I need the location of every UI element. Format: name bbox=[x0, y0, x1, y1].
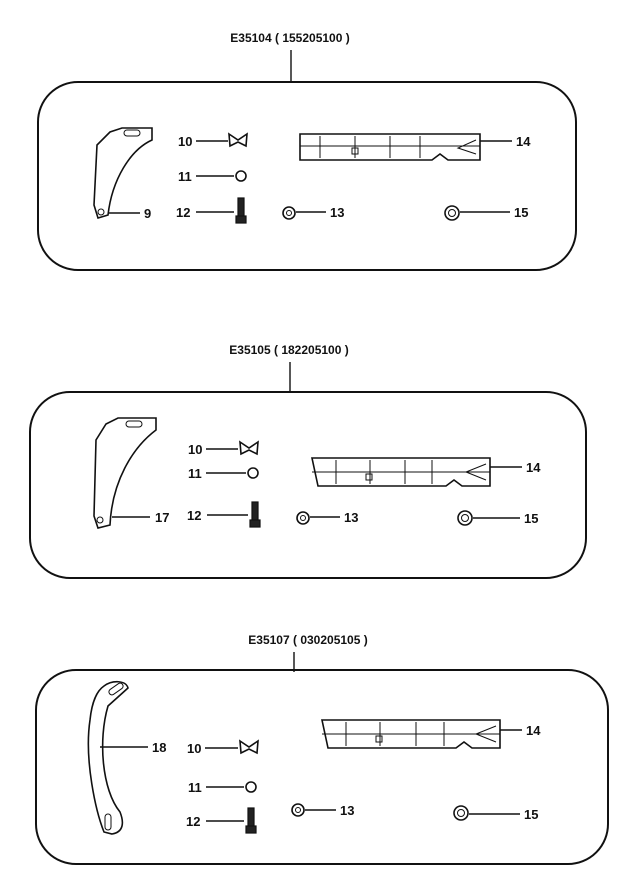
kit-2-bar bbox=[311, 457, 491, 487]
kit-3-wingnut bbox=[239, 739, 259, 755]
kit-1-bracket bbox=[93, 127, 153, 219]
kit-1-bar bbox=[299, 133, 481, 161]
kit-2-nut-label: 15 bbox=[524, 511, 538, 526]
kit-1-nut-label: 15 bbox=[514, 205, 528, 220]
kit-1-ring bbox=[282, 206, 296, 220]
kit-1-bracket-label: 9 bbox=[144, 206, 151, 221]
kit-3-ring-label: 13 bbox=[340, 803, 354, 818]
kit-1-frame bbox=[37, 81, 577, 271]
kit-2-bar-label: 14 bbox=[526, 460, 541, 475]
kit-3-wingnut-label: 10 bbox=[187, 741, 201, 756]
kit-2-bracket-label: 17 bbox=[155, 510, 169, 525]
kit-2-bolt bbox=[249, 501, 261, 528]
kit-3-washer bbox=[245, 781, 257, 793]
kit-1-washer bbox=[235, 170, 247, 182]
kit-2-bracket bbox=[93, 417, 157, 529]
kit-2-washer bbox=[247, 467, 259, 479]
kit-1-ring-label: 13 bbox=[330, 205, 344, 220]
kit-2-wingnut-label: 10 bbox=[188, 442, 202, 457]
kit-3-bar bbox=[321, 719, 501, 749]
kit-3-bracket-label: 18 bbox=[152, 740, 166, 755]
kit-3-bolt-label: 12 bbox=[186, 814, 200, 829]
kit-3-code: E35107 ( 030205105 ) bbox=[248, 633, 367, 647]
kit-2-ring-label: 13 bbox=[344, 510, 358, 525]
kit-3-bracket bbox=[87, 680, 129, 835]
kit-1-bolt-label: 12 bbox=[176, 205, 190, 220]
kit-1-nut bbox=[444, 205, 460, 221]
kit-2-bolt-label: 12 bbox=[187, 508, 201, 523]
kit-2-frame bbox=[29, 391, 587, 579]
kit-2-nut bbox=[457, 510, 473, 526]
kit-1-washer-label: 11 bbox=[178, 169, 192, 184]
kit-2-wingnut bbox=[239, 440, 259, 456]
kit-1: E35104 ( 155205100 ) 9 10 11 12 bbox=[37, 31, 577, 271]
kit-3-nut bbox=[453, 805, 469, 821]
kit-1-code: E35104 ( 155205100 ) bbox=[230, 31, 349, 45]
kit-2-code: E35105 ( 182205100 ) bbox=[229, 343, 348, 357]
kit-2-ring bbox=[296, 511, 310, 525]
kit-1-bolt bbox=[235, 197, 247, 224]
kit-3-washer-label: 11 bbox=[188, 780, 202, 795]
kit-1-wingnut-label: 10 bbox=[178, 134, 192, 149]
kit-3-nut-label: 15 bbox=[524, 807, 538, 822]
kit-3-frame bbox=[35, 669, 609, 865]
kit-2-washer-label: 11 bbox=[188, 466, 202, 481]
kit-3: E35107 ( 030205105 ) 18 10 11 12 bbox=[35, 633, 609, 865]
kit-1-bar-label: 14 bbox=[516, 134, 531, 149]
kit-3-ring bbox=[291, 803, 305, 817]
kit-3-bolt bbox=[245, 807, 257, 834]
kit-3-bar-label: 14 bbox=[526, 723, 541, 738]
kit-2: E35105 ( 182205100 ) 17 10 11 12 bbox=[29, 343, 587, 579]
kit-1-wingnut bbox=[228, 132, 248, 148]
